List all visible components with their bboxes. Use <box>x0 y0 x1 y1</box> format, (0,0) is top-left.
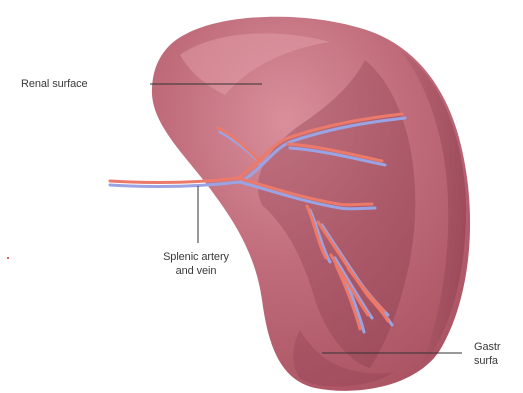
label-gastric-surface: Gastr surfa <box>474 340 500 368</box>
label-splenic-line1: Splenic artery <box>136 250 256 264</box>
label-renal-text: Renal surface <box>21 78 88 90</box>
accent-dot <box>7 257 9 259</box>
label-splenic-line2: and vein <box>136 264 256 278</box>
label-splenic-artery-vein: Splenic artery and vein <box>136 250 256 278</box>
label-gastric-line1: Gastr <box>474 340 500 354</box>
label-renal-surface: Renal surface <box>21 77 88 91</box>
label-gastric-line2: surfa <box>474 354 500 368</box>
